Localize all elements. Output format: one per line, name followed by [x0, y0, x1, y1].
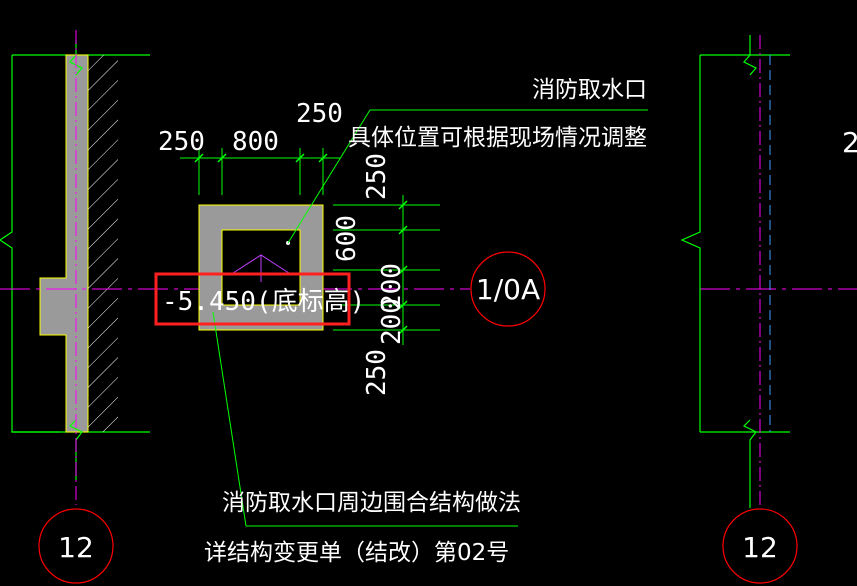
top-note-title: 消防取水口	[532, 77, 647, 103]
axis-bubble-12-left-label: 12	[58, 531, 94, 564]
right-axis-break-top	[743, 35, 757, 76]
fire-intake-box	[198, 204, 324, 331]
right-dim-text-2: 600	[332, 215, 362, 262]
right-dim-tick-2	[398, 225, 408, 235]
top-dim-text-2: 800	[232, 127, 279, 157]
bottom-note-group: 消防取水口周边围合结构做法 详结构变更单（结改）第02号	[204, 311, 521, 566]
elevation-highlight-box[interactable]	[154, 272, 351, 326]
bottom-note-leader	[212, 311, 247, 527]
left-soil-hatch	[88, 55, 118, 432]
bottom-note-line2: 详结构变更单（结改）第02号	[204, 540, 509, 566]
left-wall-concrete	[39, 54, 89, 433]
axis-bubble-12-left: 12	[38, 508, 114, 584]
axis-bubble-12-right-label: 12	[742, 531, 778, 564]
top-dim-tick-2	[217, 153, 227, 163]
axis-bubble-1-0a: 1/0A	[470, 251, 546, 327]
right-dim-tick-3	[398, 265, 408, 275]
axis-bubble-12-left-circle	[38, 508, 114, 584]
right-axis-break-bottom	[742, 419, 757, 508]
right-dim-tick-1	[398, 200, 408, 210]
bottom-note-line1: 消防取水口周边围合结构做法	[222, 490, 521, 516]
right-dimension-group: 250 600 200 200 250	[332, 153, 440, 396]
left-wall-section	[0, 30, 150, 505]
right-dim-tick-5	[398, 325, 408, 335]
top-note-leader	[287, 109, 371, 244]
left-axis-break-bottom	[68, 419, 83, 480]
right-dim-text-1: 250	[362, 153, 392, 200]
axis-bubble-12-right: 12	[722, 508, 798, 584]
right-wall-section: 2	[680, 35, 857, 508]
top-dimension-group: 250 800 250	[158, 99, 343, 195]
top-note-group: 消防取水口 具体位置可根据现场情况调整	[287, 77, 648, 244]
top-dim-tick-1	[194, 153, 204, 163]
right-dim-tick-4	[398, 300, 408, 310]
left-wall-outline	[0, 55, 60, 433]
top-note-subtitle: 具体位置可根据现场情况调整	[348, 125, 647, 151]
right-dim-text-4: 200	[377, 298, 407, 345]
right-dim-text-3: 200	[377, 263, 407, 310]
right-dim-text-5: 250	[362, 349, 392, 396]
right-edge-partial-text: 2	[842, 126, 857, 159]
top-dim-tick-4	[318, 153, 328, 163]
top-dim-text-3: 250	[296, 99, 343, 129]
axis-bubble-1-0a-circle	[470, 251, 546, 327]
elevation-label: -5.450(底标高)	[162, 287, 365, 317]
right-wall-outline-left	[680, 55, 701, 432]
axis-bubble-1-0a-label: 1/0A	[476, 273, 540, 306]
top-dim-tick-3	[295, 153, 305, 163]
top-dim-text-1: 250	[158, 127, 205, 157]
axis-bubble-12-right-circle	[722, 508, 798, 584]
